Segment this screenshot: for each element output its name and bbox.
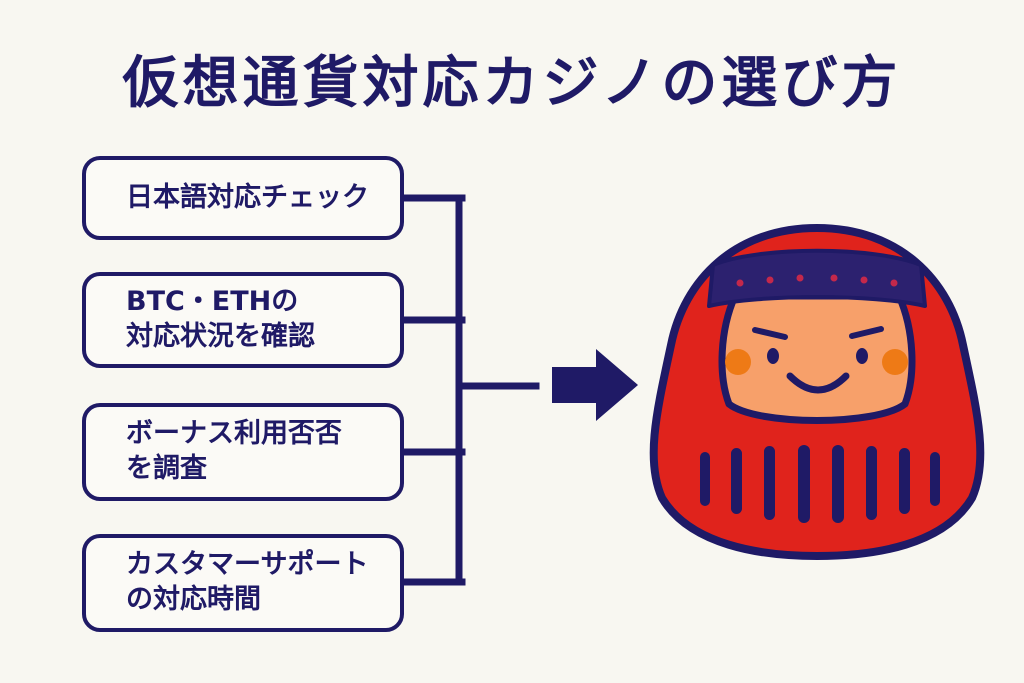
daruma-stripe xyxy=(700,452,710,506)
headband-dot xyxy=(767,277,774,284)
headband-dot xyxy=(797,275,804,282)
daruma-stripe xyxy=(899,448,910,514)
daruma-headband xyxy=(709,251,925,306)
headband-dot xyxy=(891,280,898,287)
daruma-right-eye xyxy=(856,348,868,364)
daruma-stripe xyxy=(764,446,775,520)
daruma-right-cheek xyxy=(882,349,908,375)
daruma-icon xyxy=(654,228,981,556)
daruma-stripe xyxy=(832,445,844,523)
right-arrow-icon xyxy=(552,349,638,421)
daruma-stripe xyxy=(866,446,877,520)
daruma-stripe xyxy=(930,452,940,506)
daruma-left-eye xyxy=(767,348,779,364)
connector-lines xyxy=(404,198,536,582)
headband-dot xyxy=(831,275,838,282)
headband-dot xyxy=(861,277,868,284)
daruma-left-cheek xyxy=(725,349,751,375)
daruma-stripe xyxy=(731,448,742,514)
headband-dot xyxy=(737,280,744,287)
daruma-stripe xyxy=(798,445,810,523)
